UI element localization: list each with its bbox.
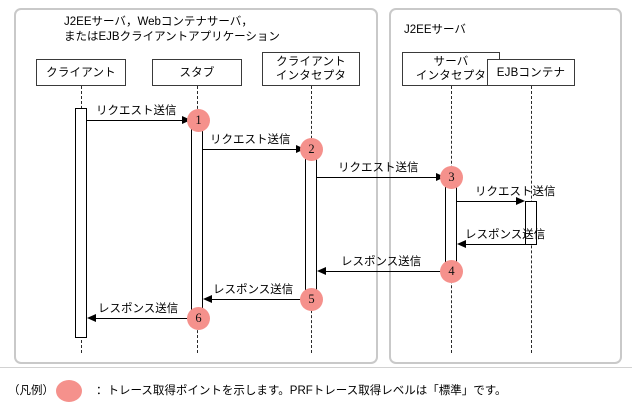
message-arrow-3: [317, 177, 436, 178]
legend-description: ：トレース取得ポイントを示します。PRFトレース取得レベルは「標準」です。: [96, 385, 507, 397]
lifeline-head-server-interceptor[interactable]: サーバ インタセプタ: [402, 52, 500, 86]
legend-caption: （凡例）: [8, 385, 54, 397]
lifeline-label-stub: スタブ: [179, 66, 215, 79]
trace-point-3[interactable]: 3: [440, 166, 463, 189]
message-arrow-1: [87, 120, 182, 121]
message-arrow-ejb-to-server: [466, 244, 525, 245]
message-arrow-6: [96, 318, 191, 319]
trace-point-1[interactable]: 1: [187, 109, 210, 132]
lifeline-head-client-interceptor[interactable]: クライアント インタセプタ: [262, 52, 360, 86]
message-label-1: リクエスト送信: [96, 105, 177, 117]
panel-client-side: [14, 8, 378, 364]
message-label-6: レスポンス送信: [98, 303, 179, 315]
lifeline-head-ejb-container[interactable]: EJBコンテナ: [487, 59, 575, 86]
trace-point-marker-icon: [56, 380, 82, 402]
activation-bar-server-interceptor: [445, 177, 457, 272]
message-label-3: リクエスト送信: [338, 162, 419, 174]
activation-bar-client-interceptor: [305, 149, 317, 300]
message-label-4: レスポンス送信: [341, 256, 422, 268]
trace-point-2[interactable]: 2: [300, 138, 323, 161]
message-label-server-to-ejb: リクエスト送信: [475, 186, 556, 198]
message-arrowhead-5: [203, 294, 212, 303]
lifeline-head-client[interactable]: クライアント: [36, 59, 126, 86]
trace-point-5[interactable]: 5: [300, 288, 323, 311]
lifeline-label-ejb-container: EJBコンテナ: [496, 66, 566, 79]
message-arrow-2: [203, 149, 296, 150]
activation-bar-client: [75, 108, 87, 338]
panel-server-side-title: J2EEサーバ: [404, 24, 466, 36]
message-arrow-5: [212, 299, 305, 300]
activation-bar-stub: [191, 120, 203, 318]
lifeline-label-server-interceptor-line2: インタセプタ: [415, 70, 487, 82]
message-label-ejb-to-server: レスポンス送信: [465, 229, 546, 241]
message-arrowhead-4: [317, 266, 326, 275]
lifeline-label-client: クライアント: [46, 66, 116, 79]
trace-point-4[interactable]: 4: [440, 260, 463, 283]
legend-divider: [0, 367, 632, 368]
message-arrowhead-6: [87, 313, 96, 322]
panel-client-side-title: J2EEサーバ，Webコンテナサーバ， またはEJBクライアントアプリケーション: [64, 16, 280, 43]
message-label-2: リクエスト送信: [210, 134, 291, 146]
lifeline-head-stub[interactable]: スタブ: [152, 59, 242, 86]
activation-bar-ejb-container: [525, 201, 537, 245]
message-arrowhead-ejb-to-server: [457, 239, 466, 248]
message-arrowhead-1: [182, 115, 191, 124]
message-arrow-4: [326, 271, 445, 272]
message-label-5: レスポンス送信: [213, 284, 294, 296]
trace-point-6[interactable]: 6: [187, 307, 210, 330]
lifeline-label-client-interceptor-line1: クライアント: [276, 56, 346, 68]
message-arrow-server-to-ejb: [457, 201, 517, 202]
panel-server-side: [389, 8, 622, 364]
message-arrowhead-server-to-ejb: [516, 196, 525, 205]
lifeline-label-server-interceptor-line1: サーバ: [433, 56, 469, 68]
lifeline-label-client-interceptor-line2: インタセプタ: [275, 70, 347, 82]
